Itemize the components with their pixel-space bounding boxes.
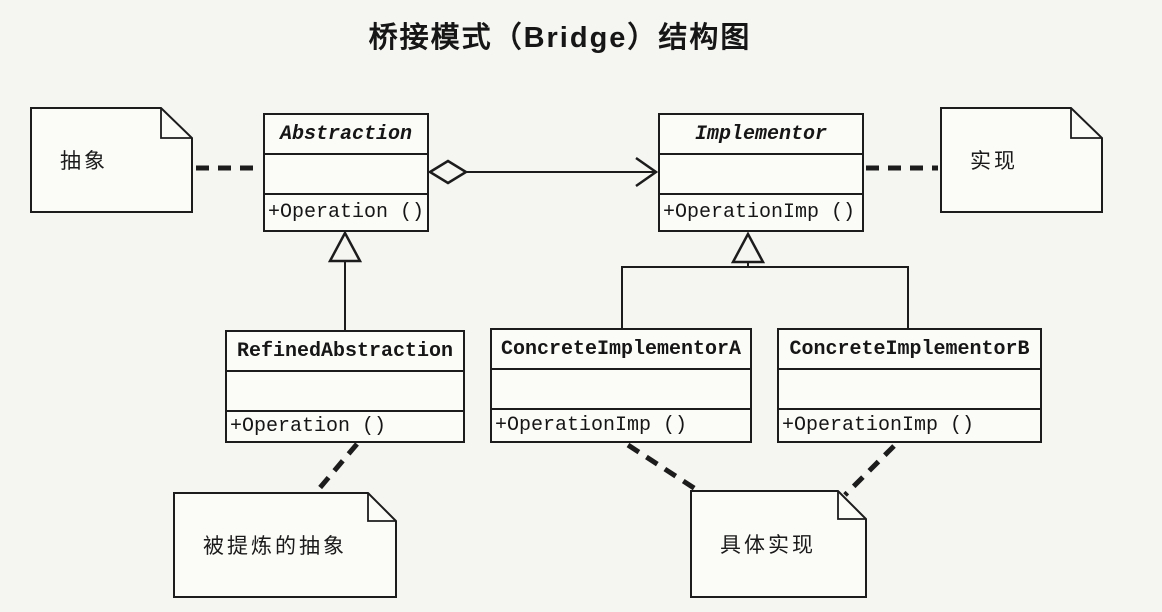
note-concrete-implementation: 具体实现 [690,490,867,598]
class-method: +Operation () [230,415,387,438]
note-label: 抽象 [60,150,108,173]
class-attributes [227,372,463,412]
note-label: 实现 [970,150,1018,173]
class-refined-abstraction: RefinedAbstraction +Operation () [225,330,465,443]
note-implementor: 实现 [940,107,1103,213]
note-link-concrete-b [843,444,896,497]
class-attributes [265,155,427,195]
class-title: ConcreteImplementorA [492,330,750,370]
class-method: +Operation () [268,201,425,224]
note-shape-icon [940,107,1103,213]
aggregation-diamond-icon [427,159,469,185]
class-concrete-implementor-b: ConcreteImplementorB +OperationImp () [777,328,1042,443]
generalization-branch-lines [621,266,909,328]
note-refined-abstraction: 被提炼的抽象 [173,492,397,598]
note-shape-icon [30,107,193,213]
note-shape-icon [173,492,397,598]
generalization-triangle-icon [327,230,363,263]
class-concrete-implementor-a: ConcreteImplementorA +OperationImp () [490,328,752,443]
class-attributes [660,155,862,195]
class-attributes [779,370,1040,410]
note-link-concrete-a [626,442,699,493]
class-implementor: Implementor +OperationImp () [658,113,864,232]
note-label: 被提炼的抽象 [203,535,347,558]
note-abstraction: 抽象 [30,107,193,213]
class-title: ConcreteImplementorB [779,330,1040,370]
note-shape-icon [690,490,867,598]
class-abstraction: Abstraction +Operation () [263,113,429,232]
class-method: +OperationImp () [782,414,975,437]
class-method: +OperationImp () [495,414,688,437]
open-arrowhead-icon [635,156,659,188]
note-link-refined [316,442,359,492]
class-attributes [492,370,750,410]
generalization-triangle-icon [730,231,766,264]
note-label: 具体实现 [720,534,816,557]
diagram-title: 桥接模式（Bridge）结构图 [368,22,752,54]
class-title: RefinedAbstraction [227,332,463,372]
class-title: Implementor [660,115,862,155]
class-method: +OperationImp () [663,201,856,224]
class-title: Abstraction [265,115,427,155]
